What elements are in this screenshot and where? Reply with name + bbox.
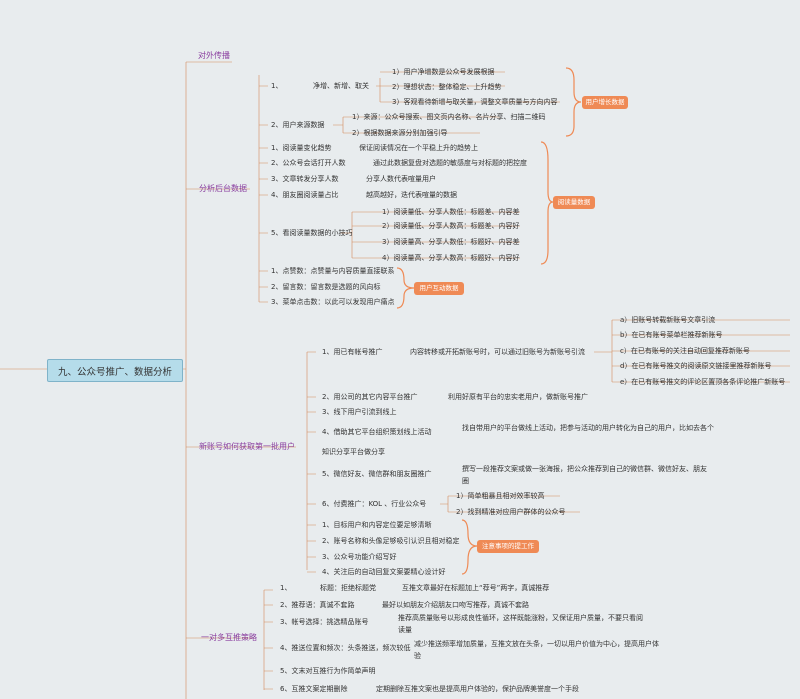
node[interactable]: 4、推送位置和频次：头条推送，频次较低: [280, 644, 411, 652]
node[interactable]: 2、推荐语：真诚不套路: [280, 601, 355, 609]
node[interactable]: 2）根据数据来源分别加强引导: [352, 129, 448, 137]
node[interactable]: 2、公众号会话打开人数: [271, 159, 346, 167]
node[interactable]: 减少推送频率增加质量，互推文放在头条，一切以用户价值为中心，提高用户体: [414, 640, 659, 648]
node[interactable]: 2、留言数：留言数是选题的风向标: [271, 283, 381, 291]
node[interactable]: 1、用已有帐号推广: [322, 348, 383, 356]
node[interactable]: 2）理想状态：整体稳定、上升趋势: [392, 83, 502, 91]
category-external[interactable]: 对外传播: [198, 51, 230, 60]
node[interactable]: 1、: [280, 584, 292, 592]
node[interactable]: 越高越好，迭代表喧量的数据: [366, 191, 457, 199]
node[interactable]: 保证阅读情况在一个平稳上升的趋势上: [359, 144, 478, 152]
node[interactable]: 6、互推文案定期删除: [280, 685, 348, 693]
node[interactable]: d）在已有账号推文的阅读原文链接里推荐新账号: [620, 362, 772, 370]
tag-interaction[interactable]: 用户互动数据: [414, 282, 464, 295]
node[interactable]: 分享人数代表喧量用户: [366, 175, 436, 183]
node[interactable]: 4）阅读量高、分享人数高：标题好、内容好: [382, 254, 520, 262]
node[interactable]: 3）阅读量高、分享人数低：标题好、内容差: [382, 238, 520, 246]
node[interactable]: 5、看阅读量数据的小技巧: [271, 229, 353, 237]
node[interactable]: 2、用户来源数据: [271, 121, 325, 129]
node[interactable]: 2）阅读量低、分享人数高：标题差、内容好: [382, 222, 520, 230]
node[interactable]: 1、阅读量变化趋势: [271, 144, 332, 152]
node[interactable]: 净增、新增、取关: [313, 82, 369, 90]
node[interactable]: 撰写一段推荐文案或做一张海报，把公众推荐到自己的微信群、微信好友、朋友: [462, 465, 707, 473]
node[interactable]: 5、微信好友、微信群和朋友圈推广: [322, 470, 432, 478]
node[interactable]: 3）客观看待新增与取关量，调整文章质量与方向内容: [392, 98, 558, 106]
node[interactable]: a）旧账号转载新账号文章引流: [620, 316, 716, 324]
tag-notes[interactable]: 注意事项的提工作: [477, 540, 539, 553]
node[interactable]: 3、帐号选择：挑选精品账号: [280, 618, 369, 626]
node[interactable]: 4、朋友圈阅读量占比: [271, 191, 339, 199]
node[interactable]: 读量: [398, 626, 412, 634]
node[interactable]: 1）来源：公众号搜索、图文页内名称、名片分享、扫描二维码: [352, 113, 546, 121]
tag-growth[interactable]: 用户增长数据: [582, 96, 628, 109]
node[interactable]: 推荐高质量账号以形成良性循环，这样既能涨粉，又保证用户质量，不要只看阅: [398, 614, 643, 622]
node[interactable]: 3、文章转发分享人数: [271, 175, 339, 183]
node[interactable]: 1）简单粗暴且相对效率较高: [456, 492, 545, 500]
category-analysis[interactable]: 分析后台数据: [199, 184, 247, 193]
node[interactable]: 6、付费推广：KOL 、行业公众号: [322, 500, 427, 508]
node[interactable]: 1）用户净增数是公众号发展根据: [392, 68, 495, 76]
node[interactable]: 内容转移或开拓新账号时，可以通过旧账号为新账号引流: [410, 348, 585, 356]
node[interactable]: 圈: [462, 477, 469, 485]
node[interactable]: e）在已有账号推文的评论区置顶各条评论推广新账号: [620, 378, 786, 386]
node[interactable]: 定期删除互推文案也是提高用户体验的，保护品牌美誉度一个手段: [376, 685, 579, 693]
node[interactable]: 找自带用户的平台做线上活动，把参与活动的用户转化为自己的用户，比如去各个: [462, 424, 714, 432]
node[interactable]: 知识分享平台做分享: [322, 448, 385, 456]
node[interactable]: 1、: [271, 82, 283, 90]
tag-reading[interactable]: 阅读量数据: [553, 196, 595, 209]
node[interactable]: 通过此数据复盘对选题的敏感度与对标题的把控度: [373, 159, 527, 167]
node[interactable]: c）在已有账号的关注自动回复推荐新账号: [620, 347, 750, 355]
node[interactable]: 1）阅读量低、分享人数低：标题差、内容差: [382, 208, 520, 216]
node[interactable]: 2、用公司的其它内容平台推广: [322, 393, 418, 401]
category-newbie[interactable]: 新账号如何获取第一批用户: [199, 442, 295, 451]
node[interactable]: b）在已有账号菜单栏推荐新账号: [620, 331, 723, 339]
node[interactable]: 标题：拒绝标题党: [320, 584, 376, 592]
node[interactable]: 5、文末对互推行为作简单声明: [280, 667, 376, 675]
node[interactable]: 1、目标用户和内容定位要足够清晰: [322, 521, 432, 529]
node[interactable]: 4、借助其它平台组织策划线上活动: [322, 428, 432, 436]
node[interactable]: 3、菜单点击数：以此可以发现用户痛点: [271, 298, 395, 306]
node[interactable]: 互推文章最好在标题加上“荐号”两字，真诚推荐: [402, 584, 550, 592]
node[interactable]: 最好以如朋友介绍朋友口吻写推荐，真诚不套路: [382, 601, 529, 609]
category-mutual[interactable]: 一对多互推策略: [201, 633, 257, 642]
node[interactable]: 2、账号名称和头像足够吸引认识且相对稳定: [322, 537, 460, 545]
node[interactable]: 利用好原有平台的忠实老用户，做新账号推广: [448, 393, 588, 401]
node[interactable]: 3、公众号功能介绍写好: [322, 553, 397, 561]
node[interactable]: 3、线下用户引流到线上: [322, 408, 397, 416]
node[interactable]: 4、关注后的自动回复文案要精心设计好: [322, 568, 446, 576]
root-node[interactable]: 九、公众号推广、数据分析: [47, 359, 183, 382]
node[interactable]: 1、点赞数：点赞量与内容质量直接联系: [271, 267, 395, 275]
node[interactable]: 2）找到精准对应用户群体的公众号: [456, 508, 566, 516]
node[interactable]: 验: [414, 652, 421, 660]
